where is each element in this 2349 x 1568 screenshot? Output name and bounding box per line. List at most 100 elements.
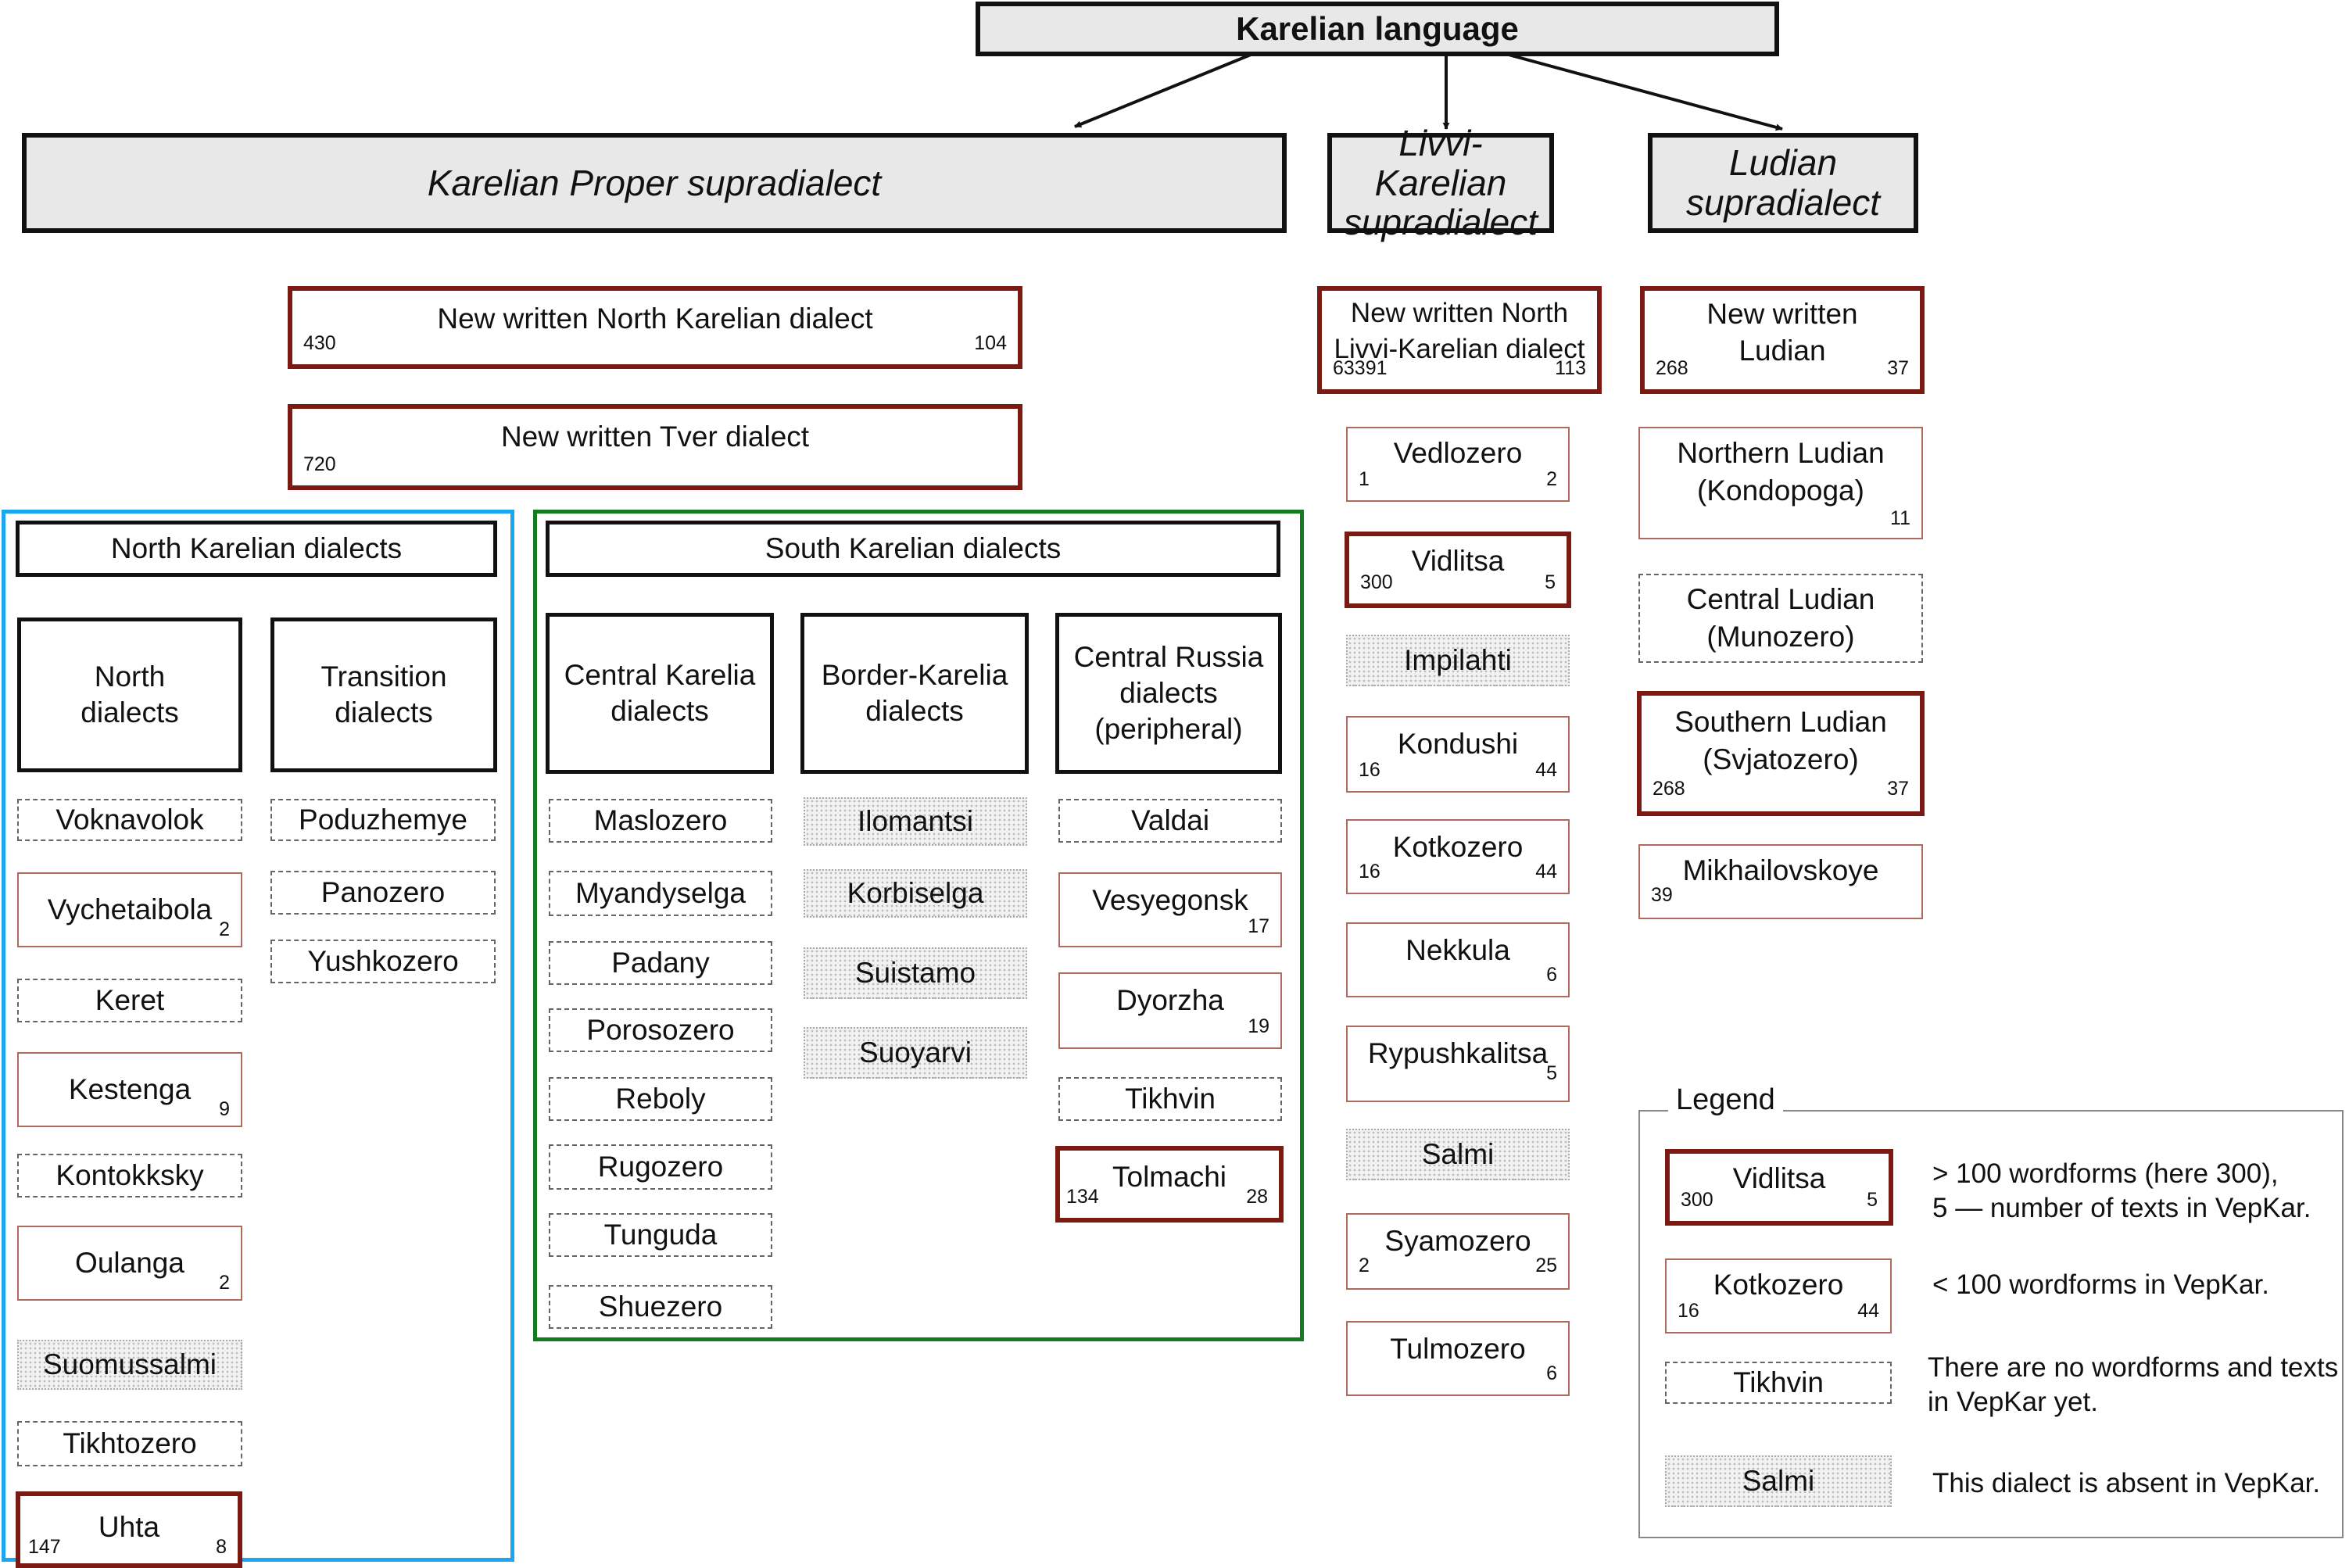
dialect-label: Suoyarvi	[859, 1036, 972, 1069]
dialect-label: Salmi	[1421, 1137, 1495, 1170]
texts-count: 104	[974, 332, 1007, 354]
arrow-to-ludian	[1508, 53, 1783, 131]
dialect-label: Voknavolok	[56, 803, 204, 836]
dialect-poduzhemye: Poduzhemye	[270, 799, 496, 841]
legend-sample-none: Tikhvin	[1665, 1362, 1892, 1404]
dialect-rypushkalitsa: Rypushkalitsa 5	[1346, 1026, 1570, 1102]
dialect-label: Porosozero	[586, 1013, 735, 1046]
central-russia-line-1: Central Russia	[1073, 640, 1264, 673]
dialect-label-line-1: Southern Ludian	[1674, 706, 1887, 738]
dialect-kontokksky: Kontokksky	[17, 1154, 242, 1197]
dialect-maslozero: Maslozero	[549, 799, 772, 843]
central-russia-line-2: dialects	[1119, 676, 1218, 709]
legend-sample-label: Vidlitsa	[1732, 1162, 1826, 1194]
dialect-label: Rypushkalitsa	[1367, 1037, 1549, 1069]
dialect-label: Panozero	[320, 875, 446, 908]
dialect-oulanga: Oulanga 2	[17, 1226, 242, 1301]
dialect-salmi: Salmi	[1346, 1129, 1570, 1180]
wordforms-count: 2	[1359, 1255, 1370, 1276]
dialect-label: Shuezero	[598, 1290, 723, 1323]
central-karelia-dialects-header: Central Karelia dialects	[546, 613, 774, 774]
legend-sample-label: Tikhvin	[1733, 1366, 1824, 1398]
new-written-ludian-line-1: New written	[1706, 298, 1858, 330]
texts-count: 11	[1890, 507, 1910, 529]
legend-text-line-1: > 100 wordforms (here 300),	[1932, 1158, 2279, 1189]
dialect-label: Vedlozero	[1393, 437, 1523, 469]
dialect-label: Korbiselga	[847, 876, 984, 909]
texts-count: 113	[1555, 357, 1586, 379]
legend-text-line-1: There are no wordforms and texts	[1928, 1352, 2339, 1383]
dialect-label: Padany	[611, 946, 710, 979]
dialect-kondushi: Kondushi 16 44	[1346, 716, 1570, 793]
dialect-label: Myandyselga	[575, 876, 746, 909]
border-karelia-line-2: dialects	[865, 695, 964, 727]
dialect-reboly: Reboly	[549, 1077, 772, 1121]
dialect-label: Kotkozero	[1392, 831, 1524, 863]
dialect-tikhtozero: Tikhtozero	[17, 1421, 242, 1466]
dialect-label: Oulanga	[75, 1247, 184, 1279]
legend-frame	[1638, 1110, 2344, 1538]
dialect-label: Kondushi	[1397, 728, 1519, 760]
north-karelian-frame	[2, 510, 514, 1562]
dialect-dyorzha: Dyorzha 19	[1058, 972, 1282, 1049]
dialect-tikhvin: Tikhvin	[1058, 1077, 1282, 1121]
transition-dialects-line-2: dialects	[335, 696, 433, 729]
dialect-northern-ludian: Northern Ludian(Kondopoga) 11	[1638, 427, 1923, 539]
wordforms-count: 16	[1678, 1300, 1699, 1322]
new-written-north-livvi-line-1: New written North	[1350, 298, 1569, 328]
dialect-label: Maslozero	[593, 804, 728, 836]
dialect-label: Tulmozero	[1390, 1333, 1526, 1365]
dialect-label: Tikhtozero	[63, 1427, 197, 1459]
dialect-label: Syamozero	[1384, 1225, 1531, 1257]
texts-count: 2	[219, 918, 230, 940]
dialect-kestenga: Kestenga 9	[17, 1052, 242, 1127]
dialect-kotkozero: Kotkozero 16 44	[1346, 819, 1570, 894]
texts-count: 6	[1546, 1362, 1557, 1384]
dialect-label: Ilomantsi	[857, 804, 974, 837]
dialect-porosozero: Porosozero	[549, 1008, 772, 1052]
dialect-tulmozero: Tulmozero 6	[1346, 1321, 1570, 1396]
dialect-nekkula: Nekkula 6	[1346, 922, 1570, 997]
south-karelian-frame	[533, 510, 1304, 1341]
dialect-valdai: Valdai	[1058, 799, 1282, 843]
north-karelian-dialects-header: North Karelian dialects	[16, 521, 497, 577]
dialect-panozero: Panozero	[270, 871, 496, 915]
dialect-label: Tikhvin	[1125, 1082, 1216, 1115]
legend-sample-small: Kotkozero 16 44	[1665, 1258, 1892, 1334]
legend-text-line-1: This dialect is absent in VepKar.	[1932, 1468, 2321, 1498]
dialect-label: Poduzhemye	[299, 803, 467, 836]
dialect-suomussalmi: Suomussalmi	[17, 1340, 242, 1390]
karelian-proper-supradialect-box: Karelian Proper supradialect	[22, 133, 1287, 233]
dialect-label: Kontokksky	[56, 1158, 204, 1191]
texts-count: 6	[1546, 964, 1557, 986]
texts-count: 9	[219, 1098, 230, 1120]
legend-description-none: There are no wordforms and texts in VepK…	[1928, 1351, 2338, 1419]
dialect-vedlozero: Vedlozero 1 2	[1346, 427, 1570, 502]
dialect-label: Kestenga	[68, 1073, 192, 1105]
texts-count: 44	[1857, 1300, 1879, 1322]
dialect-voknavolok: Voknavolok	[17, 799, 242, 841]
texts-count: 5	[1867, 1189, 1878, 1211]
legend-sample-big: Vidlitsa 300 5	[1665, 1149, 1893, 1226]
dialect-shuezero: Shuezero	[549, 1285, 772, 1329]
central-karelia-line-1: Central Karelia	[564, 658, 756, 691]
texts-count: 2	[219, 1272, 230, 1294]
wordforms-count: 39	[1651, 884, 1673, 906]
new-written-tver-label: New written Tver dialect	[500, 421, 810, 453]
dialect-impilahti: Impilahti	[1346, 635, 1570, 686]
border-karelia-line-1: Border-Karelia	[821, 658, 1008, 691]
dialect-label: Mikhailovskoye	[1682, 854, 1879, 886]
legend-text-line-2: in VepKar yet.	[1928, 1386, 2098, 1417]
north-dialects-line-1: North	[94, 660, 166, 693]
wordforms-count: 1	[1359, 468, 1370, 490]
dialect-rugozero: Rugozero	[549, 1144, 772, 1190]
central-karelia-line-2: dialects	[611, 695, 709, 727]
dialect-syamozero: Syamozero 2 25	[1346, 1213, 1570, 1290]
texts-count: 8	[216, 1536, 227, 1558]
dialect-label: Tolmachi	[1112, 1161, 1226, 1193]
